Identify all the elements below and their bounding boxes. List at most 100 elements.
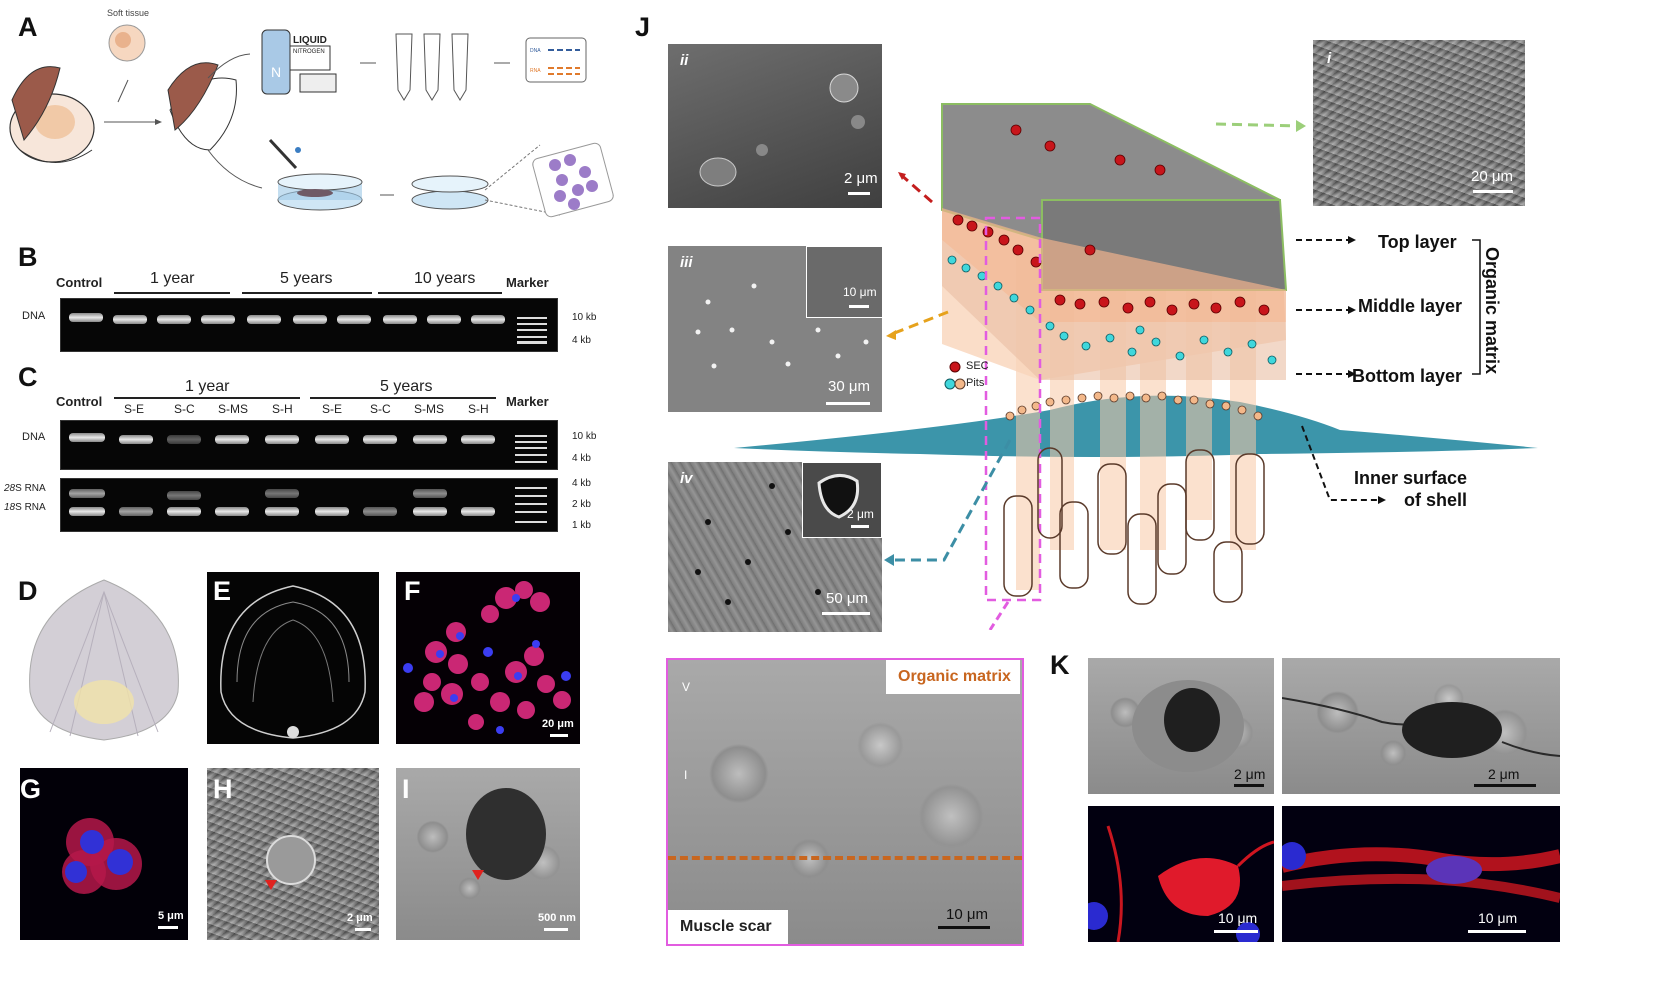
scar-bottom-box	[668, 910, 788, 944]
b-dna-label: DNA	[22, 310, 46, 322]
dna-tag: DNA	[530, 48, 541, 54]
k3-scale-label: 10 μm	[1218, 910, 1258, 926]
b-10kb-label: 10 kb	[572, 312, 597, 323]
inner-surface-label-1: Inner surface	[1354, 468, 1468, 488]
c-control-label: Control	[56, 394, 103, 409]
panel-label-b: B	[18, 242, 38, 272]
j-i-sem: i 20 μm	[1313, 40, 1525, 206]
n-symbol: N	[271, 64, 281, 80]
scallop-open-icon	[9, 66, 95, 163]
b-marker-label: Marker	[506, 275, 549, 290]
petri-dish-icon	[277, 173, 363, 211]
panel-label-e: E	[213, 576, 232, 606]
c-lane-6: S-C	[370, 402, 391, 416]
k1-scale-label: 2 μm	[1234, 766, 1266, 782]
c-dna-label: DNA	[22, 431, 46, 443]
panel-label-h: H	[213, 774, 233, 804]
scar-title-box	[886, 660, 1020, 694]
c-group2-label: 5 years	[380, 378, 433, 395]
petri-dish-cells-icon	[411, 175, 489, 210]
gel-icon	[525, 37, 587, 83]
j-iv-sem: iv 2 μm 50 μm	[668, 462, 882, 632]
c-4kb-label-b: 4 kb	[572, 478, 591, 489]
c-10kb-label: 10 kb	[572, 431, 597, 442]
scar-i-label: I	[684, 768, 688, 782]
k-tem-2: 2 μm	[1282, 658, 1560, 794]
pipette-icon	[268, 138, 301, 170]
panel-i-tem: 500 nm	[396, 768, 580, 940]
b-control-label: Control	[56, 275, 103, 290]
j-iv-scale-label: 50 μm	[826, 590, 868, 607]
liquid-label: LIQUID	[293, 35, 327, 46]
panel-label-j: J	[635, 12, 651, 42]
j-iii-sem: iii 10 μm 30 μm	[668, 246, 882, 412]
j-iii-inset-scale: 10 μm	[843, 285, 877, 299]
panel-h-sem: 2 μm	[207, 768, 379, 940]
j-ii-scale-label: 2 μm	[844, 170, 878, 187]
k-tem-1: 2 μm	[1088, 658, 1274, 794]
b-group2-label: 5 years	[280, 270, 333, 287]
gel-c-rna	[60, 478, 558, 532]
soft-tissue-label: Soft tissue	[107, 8, 149, 18]
c-lane-8: S-H	[468, 402, 489, 416]
panel-e-shell-image	[207, 572, 379, 744]
c-lane-5: S-E	[322, 402, 343, 416]
c-28s-label: 28S RNA	[4, 483, 46, 494]
c-18s-label: 18S RNA	[4, 502, 46, 513]
b-4kb-label: 4 kb	[572, 335, 591, 346]
j-i-label: i	[1327, 50, 1332, 67]
c-marker-label: Marker	[506, 394, 549, 409]
panel-label-i: I	[402, 774, 410, 804]
top-layer-label: Top layer	[1378, 232, 1457, 252]
b-group1-label: 1 year	[150, 270, 195, 287]
scar-v-label: V	[682, 680, 691, 694]
soft-tissue-icon	[108, 24, 146, 62]
organic-matrix-label: Organic matrix	[1482, 246, 1503, 375]
panel-label-f: F	[404, 576, 421, 606]
tubes-icon	[395, 33, 469, 101]
panel-label-g: G	[20, 774, 42, 804]
k-fluor-1: 10 μm	[1088, 806, 1274, 942]
middle-layer-label: Middle layer	[1358, 296, 1463, 316]
legend-pits-label: Pits	[966, 377, 985, 389]
scar-scale-label: 10 μm	[946, 906, 988, 923]
j-i-scale-label: 20 μm	[1471, 168, 1513, 185]
liquid-nitrogen-tank-icon	[261, 29, 337, 95]
panel-label-a: A	[18, 12, 38, 42]
panel-label-k: K	[1050, 650, 1070, 680]
k4-scale-label: 10 μm	[1478, 910, 1518, 926]
inner-surface-label-2: of shell	[1404, 490, 1468, 510]
j-ii-label: ii	[680, 52, 689, 69]
panel-d-shell-photo	[20, 572, 188, 744]
b-group3-label: 10 years	[414, 270, 476, 287]
scar-title-label: Organic matrix	[898, 668, 1011, 685]
c-4kb-label-a: 4 kb	[572, 453, 591, 464]
j-iii-inset: 10 μm	[806, 246, 882, 318]
j-iii-label: iii	[680, 254, 693, 271]
c-lane-3: S-MS	[218, 402, 248, 416]
j-iv-inset: 2 μm	[802, 462, 882, 538]
c-2kb-label: 2 kb	[572, 499, 591, 510]
h-scale-label: 2 μm	[347, 912, 373, 924]
legend-sec-label: SEC	[966, 360, 989, 372]
panel-a-illustration: Soft tissue LIQUID NITROGEN N DNA RNA	[9, 8, 614, 218]
scar-bottom-label: Muscle scar	[680, 918, 772, 935]
c-lane-4: S-H	[272, 402, 293, 416]
j-muscle-scar-tem: Organic matrix Muscle scar V I 10 μm	[666, 658, 1024, 946]
gel-c-dna	[60, 420, 558, 470]
j-iii-scale-label: 30 μm	[828, 378, 870, 395]
scallop-shell-icon	[167, 62, 237, 151]
panel-f-fluorescence: 20 μm	[396, 572, 580, 744]
c-group1-label: 1 year	[185, 378, 230, 395]
i-scale-label: 500 nm	[538, 912, 576, 924]
c-1kb-label: 1 kb	[572, 520, 591, 531]
bottom-layer-label: Bottom layer	[1352, 366, 1463, 386]
panel-label-d: D	[18, 576, 38, 606]
panel-label-c: C	[18, 362, 38, 392]
j-layer-schematic	[734, 103, 1538, 630]
g-scale-label: 5 μm	[158, 910, 184, 922]
k-fluor-2: 10 μm	[1282, 806, 1560, 942]
rna-tag: RNA	[530, 68, 541, 74]
gel-b	[60, 298, 558, 352]
j-ii-sem: ii 2 μm	[668, 44, 882, 208]
